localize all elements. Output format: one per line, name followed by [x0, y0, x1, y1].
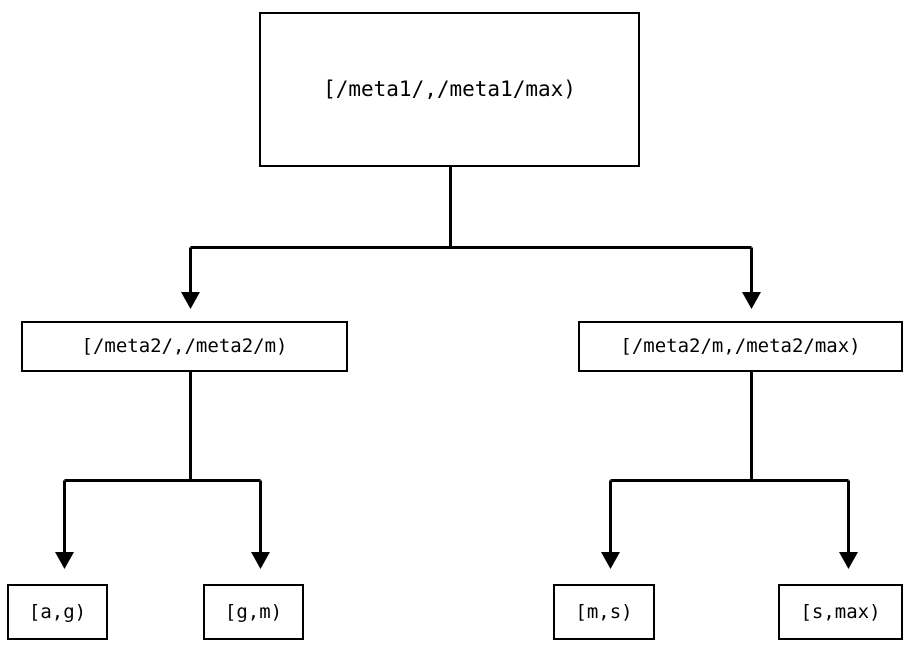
node-leaf-a-g-label: [a,g) — [28, 600, 87, 623]
node-mid-right-label: [/meta2/m,/meta2/max) — [620, 335, 861, 357]
node-leaf-a-g[interactable]: [a,g) — [7, 584, 108, 640]
node-leaf-g-m[interactable]: [g,m) — [203, 584, 304, 640]
node-leaf-s-max-label: [s,max) — [800, 600, 881, 623]
node-leaf-s-max[interactable]: [s,max) — [778, 584, 903, 640]
arrowhead-to-mid-right — [742, 292, 761, 309]
arrowhead-to-leaf-gm — [251, 552, 270, 569]
node-mid-right[interactable]: [/meta2/m,/meta2/max) — [578, 321, 903, 372]
node-leaf-m-s[interactable]: [m,s) — [553, 584, 655, 640]
node-leaf-g-m-label: [g,m) — [224, 600, 283, 623]
node-mid-left-label: [/meta2/,/meta2/m) — [81, 335, 288, 357]
node-leaf-m-s-label: [m,s) — [575, 600, 633, 623]
arrowhead-to-leaf-ag — [55, 552, 74, 569]
node-mid-left[interactable]: [/meta2/,/meta2/m) — [21, 321, 348, 372]
node-root[interactable]: [/meta1/,/meta1/max) — [259, 12, 640, 167]
node-root-label: [/meta1/,/meta1/max) — [323, 77, 576, 101]
arrowhead-to-leaf-ms — [601, 552, 620, 569]
arrowhead-to-mid-left — [181, 292, 200, 309]
arrowhead-to-leaf-smax — [839, 552, 858, 569]
